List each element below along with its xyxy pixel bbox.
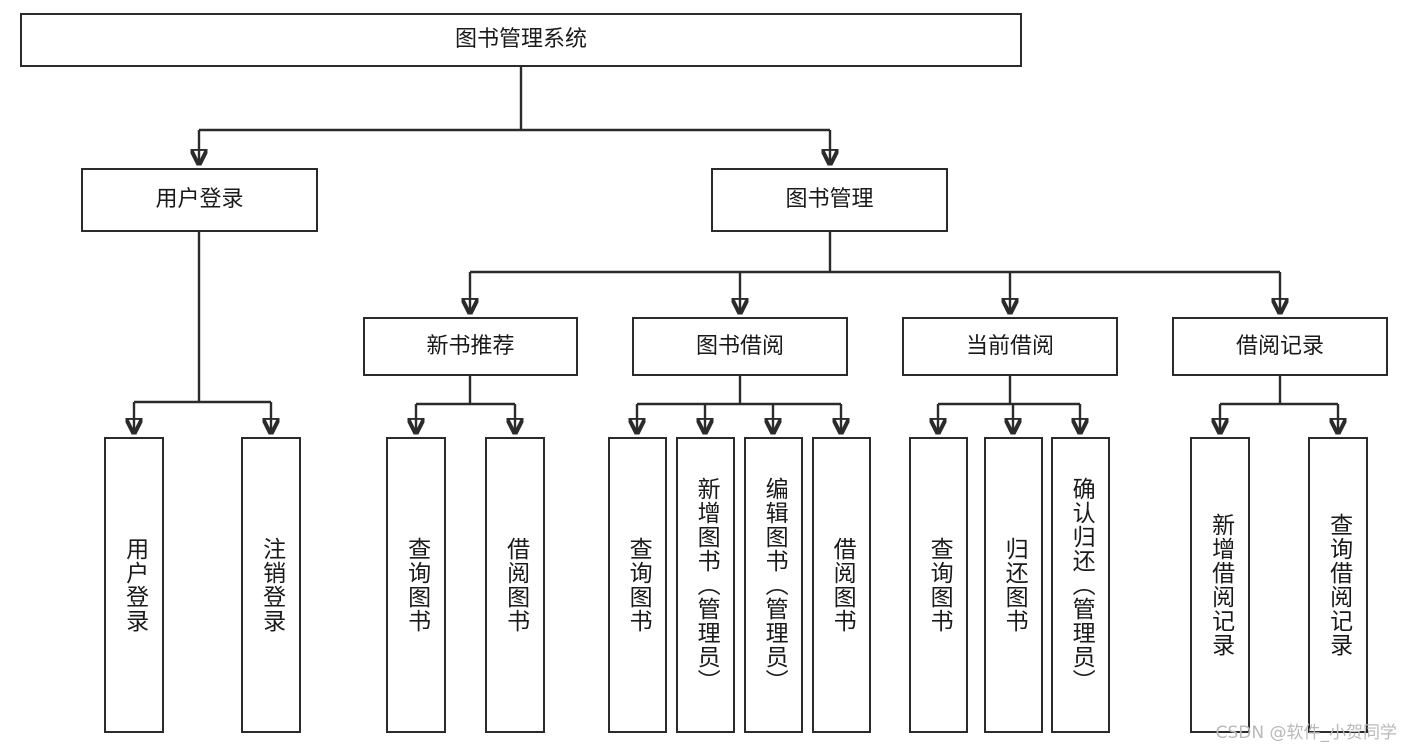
node-current-borrow-label: 当前借阅: [965, 333, 1054, 359]
node-user-login-label: 用户登录: [155, 187, 244, 213]
leaf-add-record-label: 新增借阅记录: [1207, 513, 1234, 657]
leaf-query-record-label: 查询借阅记录: [1325, 513, 1352, 657]
watermark-text: CSDN @软件_小贺同学: [1215, 723, 1397, 743]
leaf-confirm-return[interactable]: 确认归还（管理员）: [1051, 437, 1110, 733]
leaf-edit-book-label: 编辑图书（管理员）: [761, 477, 788, 693]
leaf-return-book-label: 归还图书: [1001, 537, 1028, 633]
leaf-borrow-book-2[interactable]: 借阅图书: [812, 437, 871, 733]
leaf-query-record[interactable]: 查询借阅记录: [1308, 437, 1368, 733]
leaf-return-book[interactable]: 归还图书: [984, 437, 1043, 733]
leaf-add-record[interactable]: 新增借阅记录: [1190, 437, 1250, 733]
node-root[interactable]: 图书管理系统: [20, 13, 1022, 67]
node-user-login[interactable]: 用户登录: [81, 168, 318, 232]
leaf-query-book-1-label: 查询图书: [403, 537, 430, 633]
leaf-query-book-2[interactable]: 查询图书: [608, 437, 667, 733]
node-borrow-record[interactable]: 借阅记录: [1172, 317, 1388, 376]
leaf-query-book-3[interactable]: 查询图书: [909, 437, 968, 733]
leaf-query-book-3-label: 查询图书: [926, 537, 953, 633]
node-book-manage-label: 图书管理: [785, 187, 874, 213]
leaf-query-book-2-label: 查询图书: [625, 537, 652, 633]
leaf-add-book-label: 新增图书（管理员）: [693, 477, 720, 693]
leaf-confirm-return-label: 确认归还（管理员）: [1068, 477, 1095, 693]
node-current-borrow[interactable]: 当前借阅: [902, 317, 1118, 376]
leaf-borrow-book-1-label: 借阅图书: [502, 537, 529, 633]
node-book-borrow[interactable]: 图书借阅: [632, 317, 848, 376]
node-new-book-rec-label: 新书推荐: [426, 333, 515, 359]
leaf-logout[interactable]: 注销登录: [241, 437, 301, 733]
leaf-user-login[interactable]: 用户登录: [104, 437, 164, 733]
node-new-book-rec[interactable]: 新书推荐: [363, 317, 578, 376]
leaf-edit-book[interactable]: 编辑图书（管理员）: [744, 437, 803, 733]
leaf-add-book[interactable]: 新增图书（管理员）: [676, 437, 735, 733]
leaf-logout-label: 注销登录: [258, 537, 285, 633]
leaf-query-book-1[interactable]: 查询图书: [386, 437, 446, 733]
node-borrow-record-label: 借阅记录: [1235, 333, 1324, 359]
leaf-user-login-label: 用户登录: [121, 537, 148, 633]
node-book-manage[interactable]: 图书管理: [711, 168, 948, 232]
node-root-label: 图书管理系统: [454, 27, 587, 53]
leaf-borrow-book-2-label: 借阅图书: [829, 537, 856, 633]
leaf-borrow-book-1[interactable]: 借阅图书: [485, 437, 545, 733]
node-book-borrow-label: 图书借阅: [695, 333, 784, 359]
